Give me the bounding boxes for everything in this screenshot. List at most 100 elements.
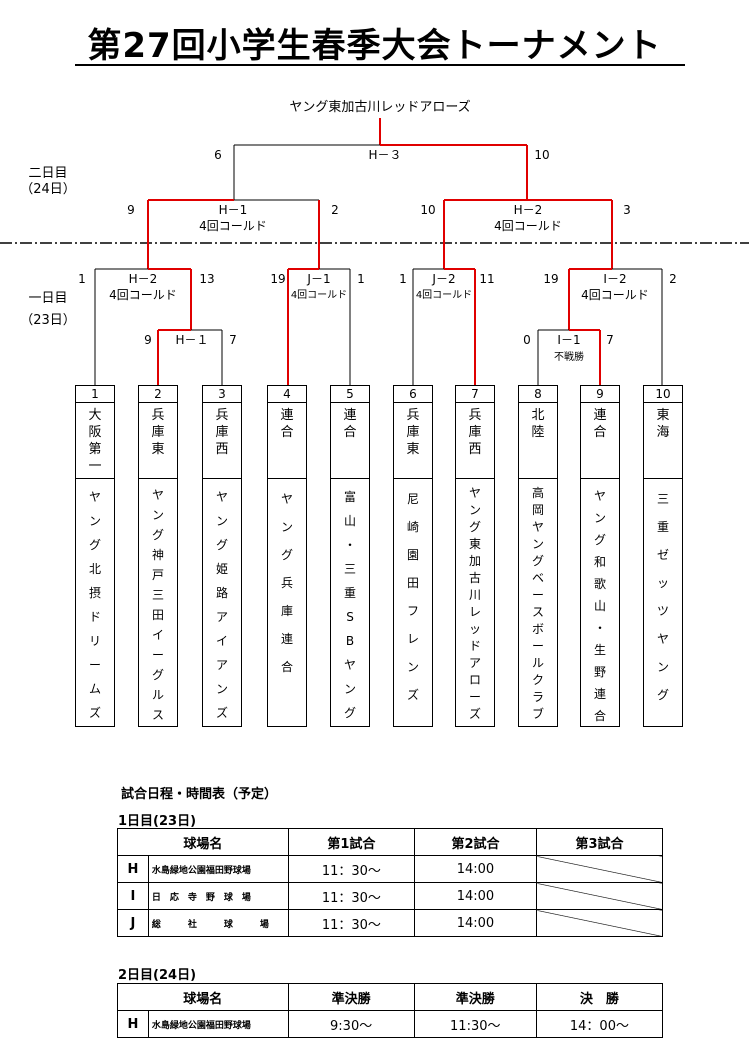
title-underline [75,64,685,66]
q4-label: I－2 [603,272,626,286]
team-box: 3 兵庫西 ヤング姫路アイアンズ [202,385,242,727]
team-char: ベ [531,571,544,585]
team-char: ・ [343,538,356,552]
table-row: J 総 社 球 場 11：30～ 14:00 [117,909,663,937]
team-char: 第 [88,442,102,457]
team-name: ヤング北摂ドリームズ [76,479,114,725]
team-number: 2 [139,386,177,403]
team-char: 連 [280,632,293,646]
q4-left-score: 19 [543,272,558,286]
header-venue: 球場名 [117,983,289,1011]
team-box: 2 兵庫東 ヤング神戸三田イーグルス [138,385,178,727]
team-char: ブ [531,707,544,721]
match-semi2: 10 H－2 4回コールド 3 [420,199,631,269]
venue-code: H [117,1010,149,1038]
header-venue: 球場名 [117,828,289,856]
team-char: ド [88,610,101,624]
team-char: ー [531,588,544,602]
team-char: 連 [343,408,357,423]
team-region: 兵庫東 [394,403,432,479]
game3-empty [536,855,663,883]
team-char: B [345,634,355,648]
table-row: H 水島緑地公園福田野球場 9:30～ 11:30～ 14：00～ [117,1010,664,1038]
team-char: ク [531,673,544,687]
team-char: ヤ [343,658,356,672]
team-char: ア [215,610,228,624]
team-box: 1 大阪第一 ヤング北摂ドリームズ [75,385,115,727]
team-char: 海 [656,425,670,440]
team-char: 北 [88,562,101,576]
team-char: ー [468,690,481,704]
team-name: ヤング東加古川レッドアローズ [456,479,494,723]
day1-schedule-label: 1日目(23日) [118,814,197,829]
team-number: 10 [644,386,682,403]
team-char: ラ [531,690,544,704]
team-char: ン [343,682,356,696]
team-char: 兵 [280,576,293,590]
team-char: 連 [593,408,607,423]
team-char: ン [468,503,481,517]
team-char: ン [656,660,669,674]
q1-left-score: 1 [78,272,86,286]
page-title: 第27回小学生春季大会トーナメント [87,26,662,66]
venue-name: 日 応 寺 野 球 場 [147,882,289,910]
q1-label: H－2 [129,272,158,286]
team-region: 連合 [581,403,619,479]
team-region: 北陸 [519,403,557,479]
day2-schedule-label: 2日目(24日) [118,968,197,983]
team-char: 合 [593,425,607,440]
team-box: 7 兵庫西 ヤング東加古川レッドアローズ [455,385,495,727]
team-char: 一 [88,459,102,474]
team-char: ズ [88,706,101,720]
team-char: 連 [280,408,294,423]
semi2-left-score: 10 [420,203,435,217]
team-char: 野 [593,665,606,679]
team-char: ズ [215,706,228,720]
q4-note: 4回コールド [581,288,649,302]
day1-label: 一日目 [28,291,67,306]
team-region: 大阪第一 [76,403,114,479]
team-char: グ [151,668,164,682]
team-char: 兵 [468,408,482,423]
team-box: 6 兵庫東 尼崎園田フレンズ [393,385,433,727]
team-region: 連合 [331,403,369,479]
team-char: ロ [468,673,481,687]
team-char: 庫 [280,604,293,618]
semi1-note: 4回コールド [199,219,267,233]
match-semi1: 9 H－1 4回コールド 2 [127,199,339,269]
team-char: ン [406,660,419,674]
team-char: ヤ [468,486,481,500]
team-region: 兵庫東 [139,403,177,479]
game3-empty [536,909,663,937]
final-right-score: 10 [534,148,549,162]
q3-note: 4回コールド [416,289,472,301]
team-char: 阪 [88,425,102,440]
team-char: 重 [343,586,356,600]
team-char: 戸 [151,568,164,582]
table-header-row: 球場名 第1試合 第2試合 第3試合 [117,828,663,856]
header-semifinal-2: 準決勝 [413,983,537,1011]
game1-time: 11：30～ [287,855,415,883]
team-char: 路 [215,586,228,600]
team-char: グ [531,554,544,568]
team-region: 兵庫西 [456,403,494,479]
game2-time: 14:00 [413,882,538,910]
team-region: 東海 [644,403,682,479]
match-q1: 1 H－2 4回コールド 13 [78,268,215,385]
team-box: 9 連合 ヤング和歌山・生野連合 [580,385,620,727]
table-row: I 日 応 寺 野 球 場 11：30～ 14:00 [117,882,663,910]
team-char: 園 [406,548,419,562]
team-box: 10 東海 三重ゼッツヤング [643,385,683,727]
team-number: 1 [76,386,114,403]
final-time: 14：00～ [535,1010,664,1038]
table-row: H 水島緑地公園福田野球場 11：30～ 14:00 [117,855,663,883]
team-char: 岡 [531,503,544,517]
team-char: ン [280,520,293,534]
team-number: 5 [331,386,369,403]
team-char: グ [215,538,228,552]
q3-label: J－2 [431,272,455,286]
team-number: 6 [394,386,432,403]
team-char: 重 [656,520,669,534]
team-char: ン [215,514,228,528]
match-final: 6 H－３ 10 [214,144,550,200]
